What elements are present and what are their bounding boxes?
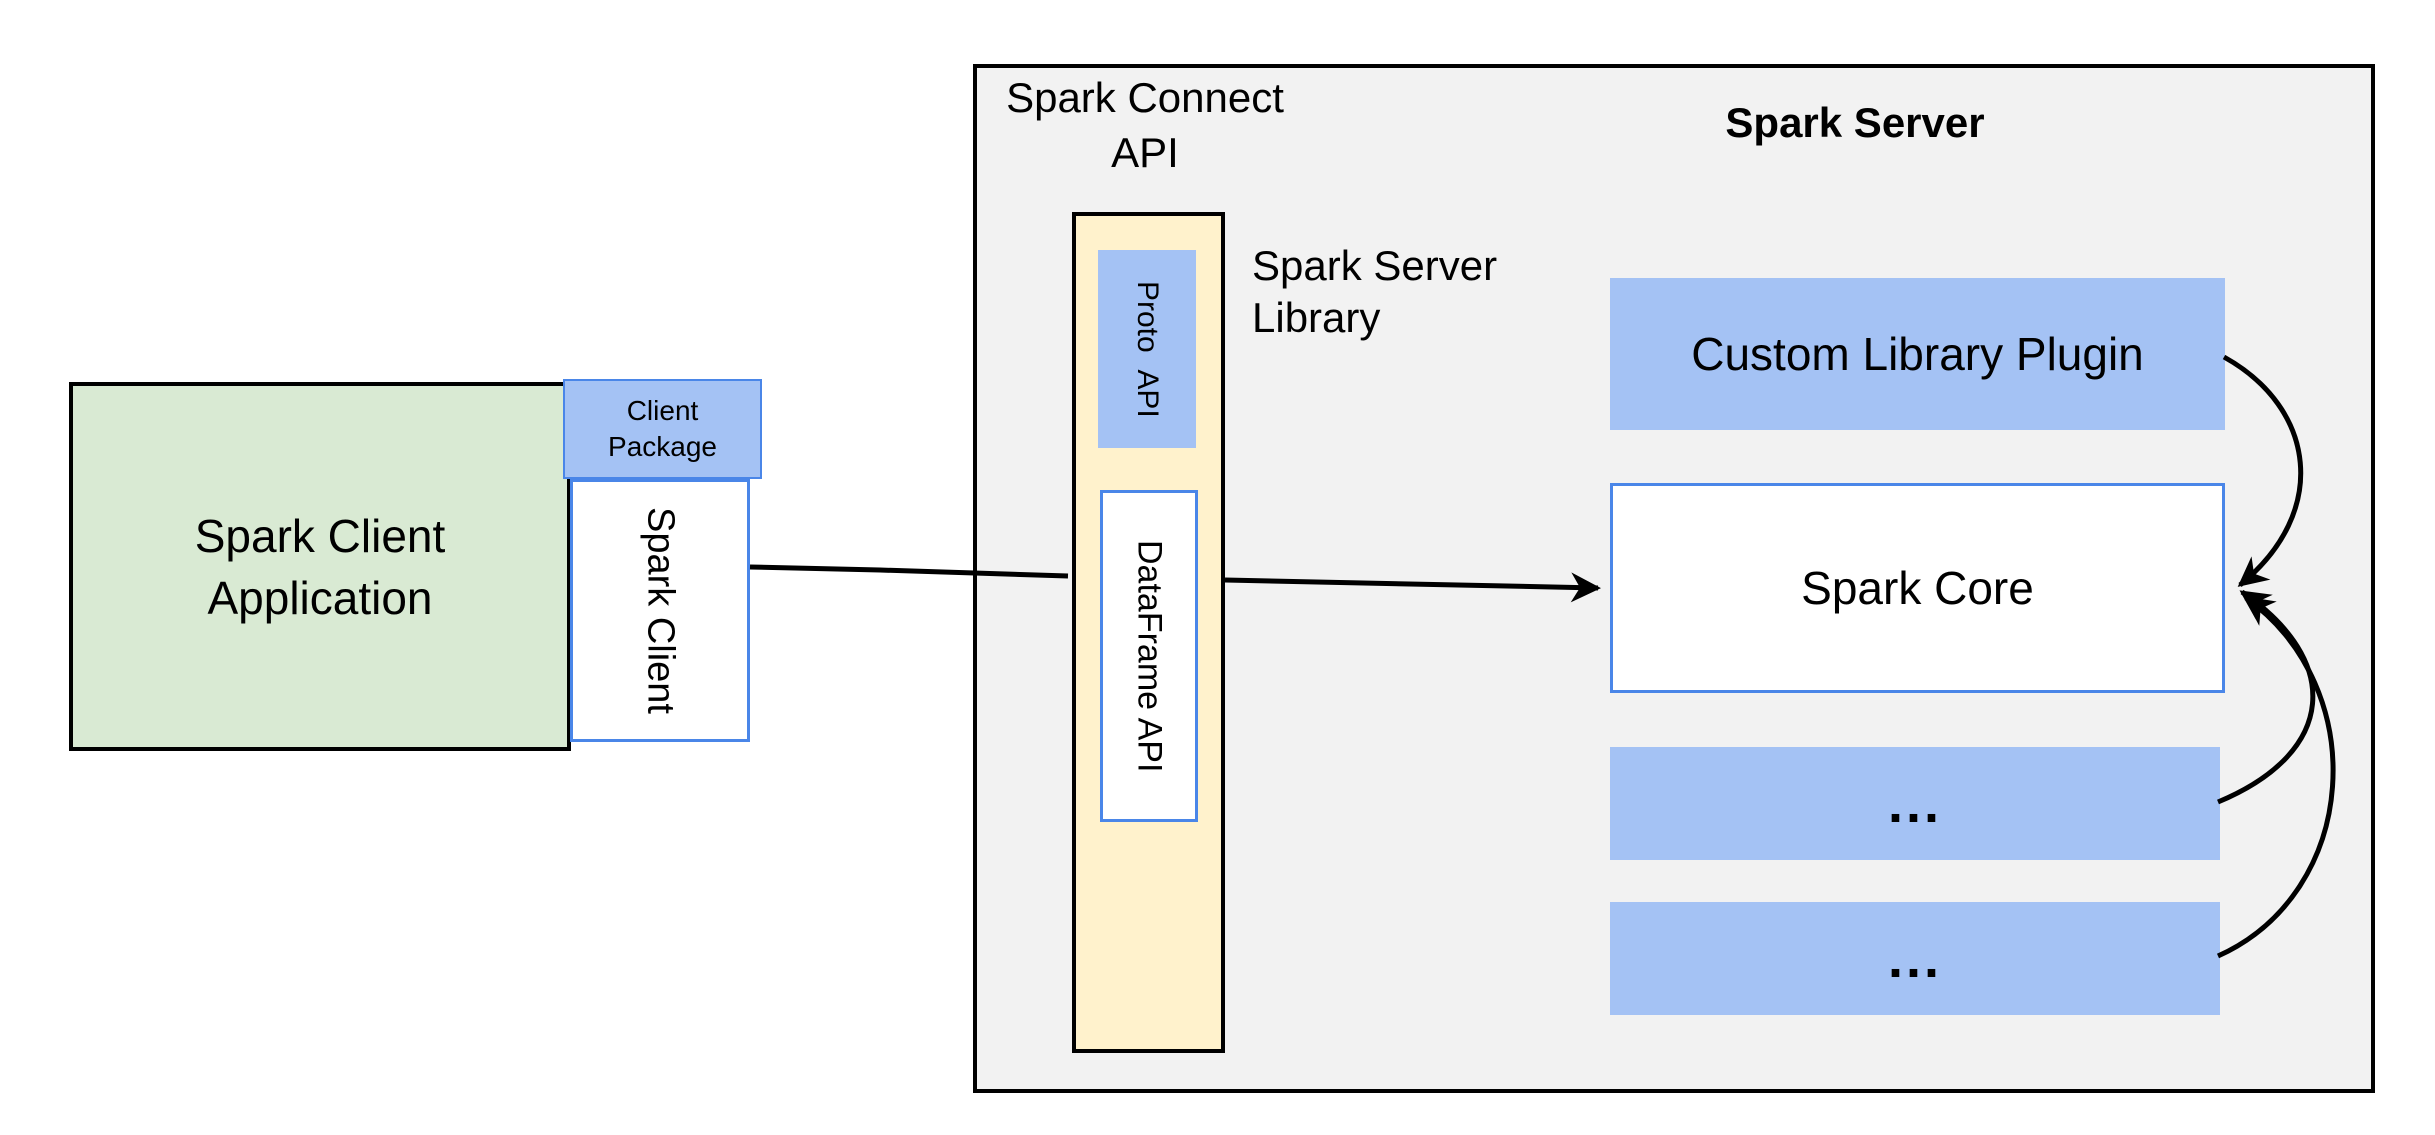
spark-connect-api-title-line2: API xyxy=(1111,129,1179,176)
spark-connect-api-title: Spark Connect API xyxy=(935,70,1355,180)
ellipsis-box-2: ... xyxy=(1610,902,2220,1015)
custom-library-plugin-box: Custom Library Plugin xyxy=(1610,278,2225,430)
spark-connect-api-title-line1: Spark Connect xyxy=(1006,74,1284,121)
client-package-label-line1: Client xyxy=(626,395,699,426)
ellipsis-label-1: ... xyxy=(1887,773,1942,834)
client-package-box: Client Package xyxy=(563,379,762,479)
spark-client-label: Spark Client xyxy=(639,507,682,714)
proto-api-label: Proto API xyxy=(1131,280,1164,418)
spark-server-library-title-line1: Spark Server xyxy=(1252,242,1498,289)
dataframe-api-box: DataFrame API xyxy=(1100,490,1198,822)
spark-server-library-title-line2: Library xyxy=(1252,294,1381,341)
custom-library-plugin-label: Custom Library Plugin xyxy=(1691,328,2144,380)
spark-core-label: Spark Core xyxy=(1801,562,2034,614)
spark-client-application-label-line2: Application xyxy=(207,571,433,624)
dataframe-api-label: DataFrame API xyxy=(1130,539,1169,773)
ellipsis-box-1: ... xyxy=(1610,747,2220,860)
spark-client-box: Spark Client xyxy=(570,479,750,742)
ellipsis-label-2: ... xyxy=(1887,928,1942,989)
spark-server-library-title: Spark Server Library xyxy=(1252,240,1672,344)
spark-server-title: Spark Server xyxy=(1725,99,1985,146)
client-package-label: Client Package xyxy=(608,393,717,465)
spark-client-application-label-line1: Spark Client xyxy=(194,509,446,562)
client-package-label-line2: Package xyxy=(608,431,717,462)
spark-client-application-box: Spark Client Application xyxy=(69,382,571,751)
spark-client-application-label: Spark Client Application xyxy=(195,505,446,629)
proto-api-box: Proto API xyxy=(1098,250,1196,448)
spark-core-box: Spark Core xyxy=(1610,483,2225,693)
